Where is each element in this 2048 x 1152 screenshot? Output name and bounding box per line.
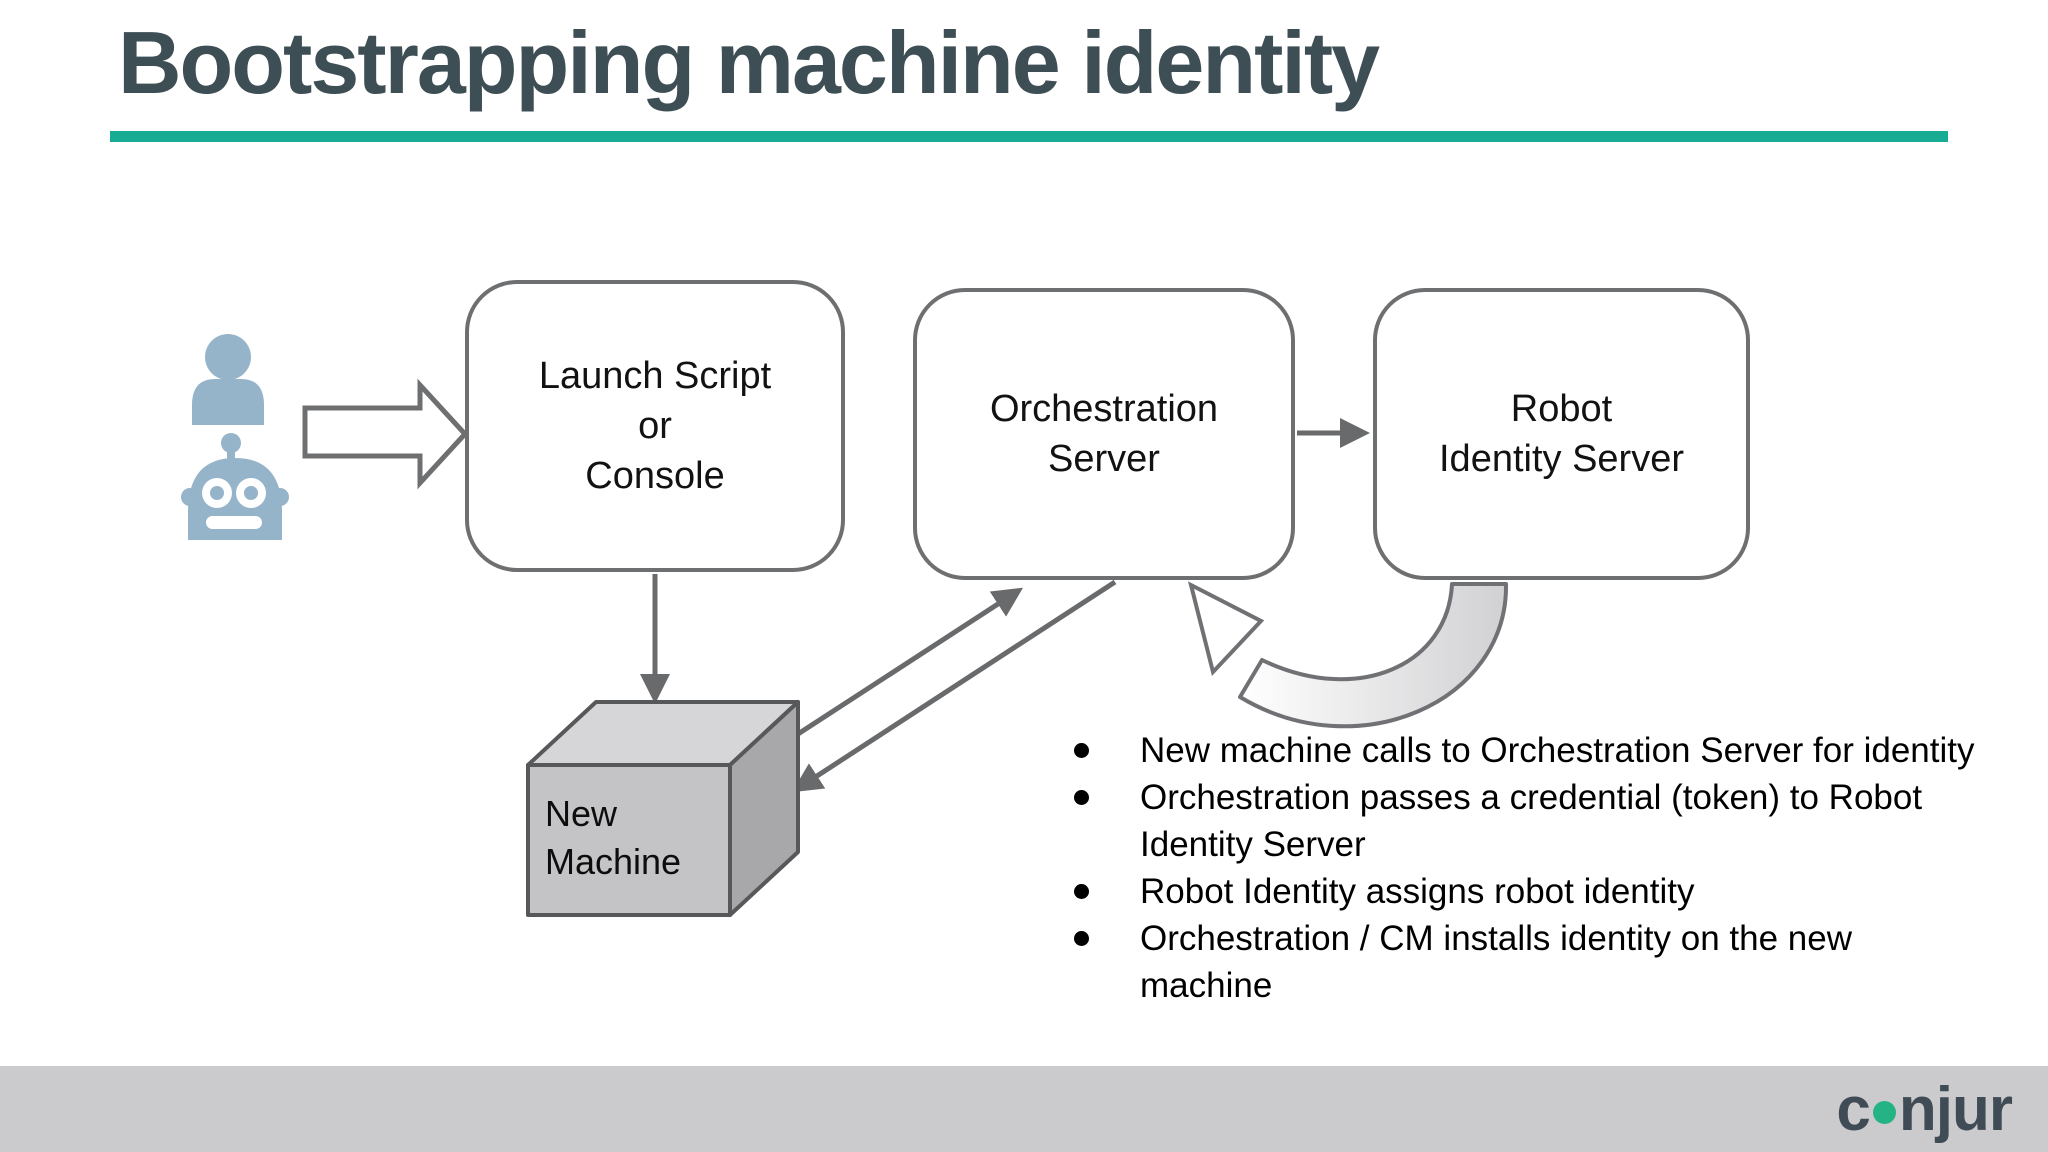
footer-bar: c njur — [0, 1066, 2048, 1152]
bullet-item: Orchestration passes a credential (token… — [1060, 774, 1975, 868]
block-arrow-icon — [302, 378, 469, 490]
new-machine-label: New Machine — [545, 793, 682, 882]
logo-text-post: njur — [1898, 1074, 2013, 1144]
conjur-logo: c njur — [1836, 1066, 2013, 1152]
bullet-text: Orchestration passes a credential (token… — [1140, 778, 1923, 864]
node-label-line: Identity Server — [1439, 438, 1684, 480]
node-launch-script-or-console: Launch Script or Console — [465, 280, 845, 572]
bullet-text: Orchestration / CM installs identity on … — [1140, 919, 1852, 1005]
bullet-dot — [1074, 790, 1089, 805]
bullet-dot — [1074, 884, 1089, 899]
bullet-text: New machine calls to Orchestration Serve… — [1140, 731, 1975, 770]
logo-text-pre: c — [1836, 1074, 1870, 1144]
node-robot-identity-server: Robot Identity Server — [1373, 288, 1750, 580]
person-icon — [192, 334, 264, 425]
page-title: Bootstrapping machine identity — [118, 13, 1380, 112]
node-label-line: Orchestration — [989, 387, 1219, 430]
node-orchestration-server: Orchestration Server — [913, 288, 1295, 580]
title-underline — [110, 131, 1948, 142]
bullet-item: Robot Identity assigns robot identity — [1060, 868, 1975, 915]
node-label-line: Console — [585, 455, 725, 498]
robot-icon — [181, 433, 289, 540]
bullet-item: Orchestration / CM installs identity on … — [1060, 915, 1975, 1009]
node-label-line: or — [638, 404, 672, 447]
arrow-robot-to-orchestration-curved — [1187, 581, 1509, 729]
bullet-list: New machine calls to Orchestration Serve… — [1060, 727, 1975, 1009]
node-label-line: Launch Script — [538, 354, 772, 397]
arrow-machine-to-orchestration — [776, 587, 1024, 750]
node-label-line: Robot — [1510, 387, 1613, 430]
node-label-line: Server — [1048, 438, 1160, 480]
bullet-dot — [1074, 743, 1089, 758]
logo-dot-icon — [1872, 1100, 1896, 1124]
bullet-item: New machine calls to Orchestration Serve… — [1060, 727, 1975, 774]
bullet-text: Robot Identity assigns robot identity — [1140, 872, 1695, 911]
bullet-dot — [1074, 931, 1089, 946]
